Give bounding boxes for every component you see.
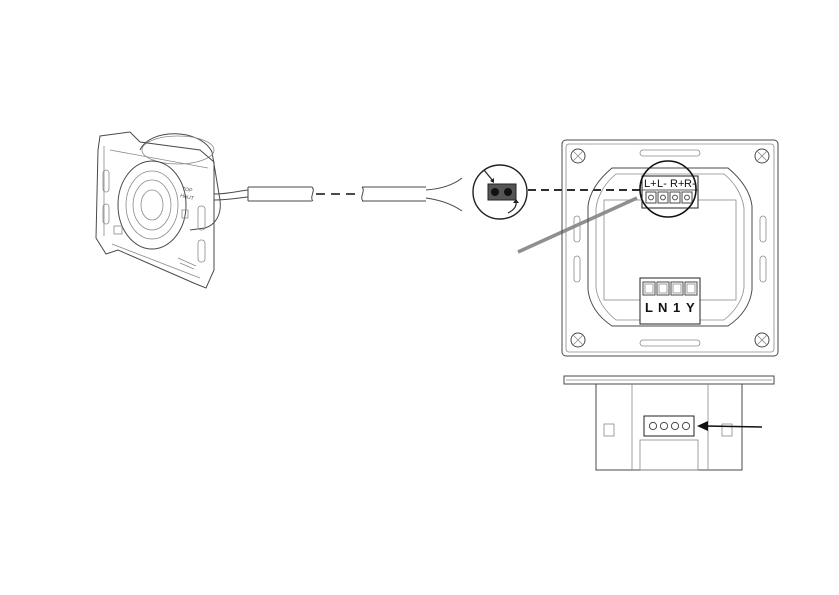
wall-plate-side (564, 376, 774, 470)
terminal-label-y: Y (686, 300, 695, 315)
terminal-label-l-minus: L- (657, 178, 667, 190)
haut-marking: HAUT (180, 193, 195, 202)
speaker-terminal-block: L+ L- R+ R- (642, 176, 698, 208)
side-terminal-strip (644, 416, 694, 436)
indicator-bar (518, 198, 637, 252)
speaker-module: TOP HAUT (96, 132, 220, 288)
terminal-label-1: 1 (673, 300, 680, 315)
connector-magnifier (473, 165, 527, 219)
terminal-label-n: N (658, 300, 667, 315)
terminal-label-l: L (645, 300, 653, 315)
terminal-label-l-plus: L+ (644, 178, 657, 190)
side-arrow (705, 426, 762, 427)
power-terminal-block: L N 1 Y (640, 278, 700, 324)
terminal-label-r-plus: R+ (670, 178, 684, 190)
speaker-cable (214, 178, 462, 211)
